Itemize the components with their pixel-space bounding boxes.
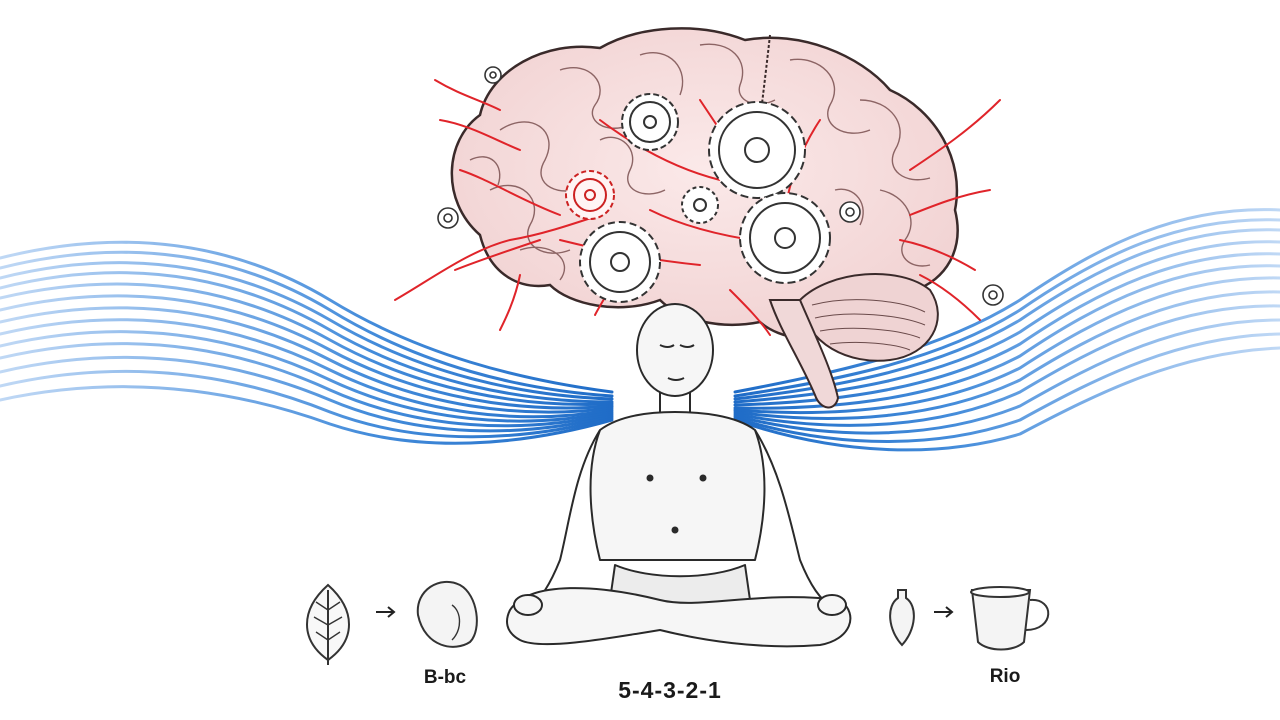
cup-icon [970, 586, 1050, 651]
gear-icon [708, 101, 806, 199]
caption-left: B-bc [423, 667, 467, 688]
stone-icon [416, 580, 478, 648]
brain [394, 27, 1004, 409]
legs [506, 587, 852, 648]
caption-center: 5-4-3-2-1 [618, 677, 722, 703]
gear-icon [621, 93, 679, 151]
arm-left [527, 429, 601, 611]
vase-icon [889, 589, 915, 647]
torso [589, 411, 766, 561]
gear-icon [579, 221, 661, 303]
brain-outline [450, 27, 959, 341]
meditating-figure [506, 303, 852, 648]
brainstem [768, 299, 840, 409]
cerebellum [798, 273, 939, 362]
leaf-icon [306, 583, 350, 665]
wave-left [0, 240, 614, 445]
arrow-right-icon [376, 606, 396, 618]
gear-icon [681, 186, 719, 224]
arm-right [754, 429, 836, 611]
gear-icon [739, 192, 831, 284]
gear-icon [565, 170, 615, 220]
caption-right: Rio [989, 666, 1021, 687]
arrow-right-icon [934, 606, 954, 618]
gear-icon [437, 66, 1004, 306]
head [636, 303, 714, 397]
